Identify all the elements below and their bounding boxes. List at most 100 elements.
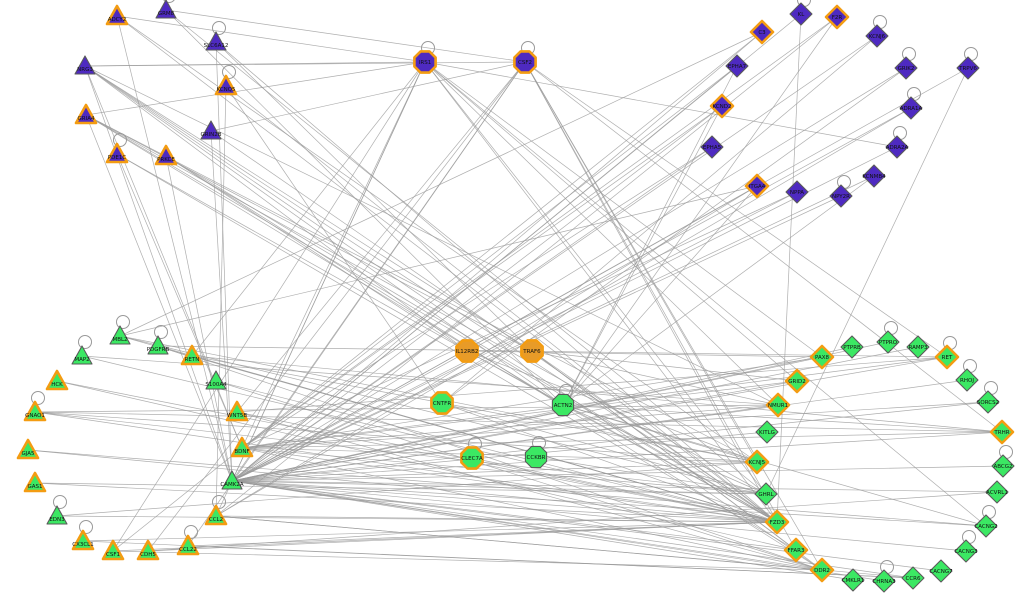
node-CCL2[interactable]: CCL2 [204, 504, 228, 526]
node-RHOJ[interactable]: RHOJ [955, 368, 979, 392]
node-PTPRB[interactable]: PTPRB [840, 335, 864, 359]
node-ITGA4[interactable]: ITGA4 [744, 173, 770, 199]
node-RET[interactable]: RET [934, 344, 960, 370]
node-FFAR3[interactable]: FFAR3 [783, 537, 809, 563]
node-shape-diamond[interactable] [901, 566, 925, 590]
node-shape-triangle[interactable] [71, 529, 95, 551]
node-shape-triangle[interactable] [71, 345, 93, 365]
node-shape-triangle[interactable] [45, 369, 69, 391]
node-CDH5[interactable]: CDH5 [136, 539, 160, 561]
node-shape-triangle[interactable] [74, 55, 96, 75]
node-NRG3[interactable]: NRG3 [74, 55, 96, 75]
node-shape-triangle[interactable] [74, 103, 98, 125]
node-KCNJ6[interactable]: KCNJ6 [865, 24, 889, 48]
node-GAS1[interactable]: GAS1 [23, 471, 47, 493]
node-KL[interactable]: KL [789, 2, 813, 26]
node-shape-triangle[interactable] [214, 74, 238, 96]
node-CX3CL1[interactable]: CX3CL1 [71, 529, 95, 551]
node-CACNG3[interactable]: CACNG3 [954, 539, 978, 563]
node-IL12RB2[interactable]: IL12RB2 [455, 339, 479, 363]
node-BDNF[interactable]: BDNF [230, 436, 254, 458]
node-CSF2[interactable]: CSF2 [513, 50, 537, 74]
node-shape-diamond[interactable] [784, 368, 810, 394]
node-shape-triangle[interactable] [101, 539, 125, 561]
node-shape-diamond[interactable] [989, 419, 1015, 445]
node-HCK[interactable]: HCK [45, 369, 69, 391]
node-shape-diamond[interactable] [709, 93, 735, 119]
node-shape-triangle[interactable] [200, 120, 222, 140]
node-F2R[interactable]: F2R [824, 4, 850, 30]
node-GRIK2[interactable]: GRIK2 [894, 56, 918, 80]
node-ABCG2[interactable]: ABCG2 [991, 454, 1015, 478]
node-shape-triangle[interactable] [225, 400, 249, 422]
node-shape-diamond[interactable] [824, 4, 850, 30]
node-KCNJ5[interactable]: KCNJ5 [744, 449, 770, 475]
node-IRS1[interactable]: IRS1 [413, 50, 437, 74]
node-shape-diamond[interactable] [783, 537, 809, 563]
node-ADRA1A[interactable]: ADRA1A [899, 96, 923, 120]
node-ADRA2A[interactable]: ADRA2A [885, 135, 909, 159]
node-shape-triangle[interactable] [155, 0, 177, 19]
node-shape-diamond[interactable] [765, 392, 791, 418]
node-FZD3[interactable]: FZD3 [764, 509, 790, 535]
node-ACTN2[interactable]: ACTN2 [551, 393, 575, 417]
node-CLEC7A[interactable]: CLEC7A [460, 446, 484, 470]
node-KCNQ5[interactable]: KCNQ5 [214, 74, 238, 96]
node-shape-diamond[interactable] [865, 24, 889, 48]
node-CACNG7[interactable]: CACNG7 [929, 559, 953, 583]
node-TRPV6[interactable]: TRPV6 [956, 56, 980, 80]
node-shape-triangle[interactable] [105, 4, 129, 26]
node-shape-diamond[interactable] [789, 2, 813, 26]
node-GJA5[interactable]: GJA5 [16, 438, 40, 460]
node-shape-diamond[interactable] [785, 180, 809, 204]
node-GRID2[interactable]: GRID2 [784, 368, 810, 394]
node-shape-diamond[interactable] [976, 390, 1000, 414]
node-CCKBR[interactable]: CCKBR [524, 445, 548, 469]
node-shape-triangle[interactable] [147, 335, 169, 355]
node-shape-diamond[interactable] [991, 454, 1015, 478]
node-shape-octagon[interactable] [460, 446, 484, 470]
node-CMKLR1[interactable]: CMKLR1 [841, 568, 865, 592]
node-SORCS2[interactable]: SORCS2 [976, 390, 1000, 414]
node-shape-triangle[interactable] [154, 144, 178, 166]
node-shape-triangle[interactable] [230, 436, 254, 458]
node-TRAF6[interactable]: TRAF6 [520, 339, 544, 363]
node-shape-triangle[interactable] [180, 344, 204, 366]
node-shape-diamond[interactable] [954, 539, 978, 563]
node-NMUR1[interactable]: NMUR1 [765, 392, 791, 418]
node-shape-diamond[interactable] [974, 514, 998, 538]
node-PDE1C[interactable]: PDE1C [105, 142, 129, 164]
node-shape-triangle[interactable] [176, 534, 200, 556]
node-shape-triangle[interactable] [221, 470, 243, 490]
node-shape-diamond[interactable] [929, 559, 953, 583]
node-EPHA5[interactable]: EPHA5 [700, 135, 724, 159]
node-shape-diamond[interactable] [744, 449, 770, 475]
node-CNTFR[interactable]: CNTFR [430, 391, 454, 415]
node-shape-diamond[interactable] [955, 368, 979, 392]
node-shape-octagon[interactable] [513, 50, 537, 74]
node-shape-diamond[interactable] [749, 19, 775, 45]
node-shape-diamond[interactable] [725, 54, 749, 78]
node-shape-diamond[interactable] [744, 173, 770, 199]
node-shape-diamond[interactable] [876, 330, 900, 354]
node-shape-diamond[interactable] [829, 184, 853, 208]
node-KCNMB4[interactable]: KCNMB4 [862, 164, 886, 188]
node-shape-octagon[interactable] [413, 50, 437, 74]
node-shape-triangle[interactable] [205, 370, 227, 390]
node-GNAO1[interactable]: GNAO1 [23, 400, 47, 422]
node-shape-octagon[interactable] [551, 393, 575, 417]
node-shape-triangle[interactable] [23, 471, 47, 493]
node-PAX8[interactable]: PAX8 [809, 344, 835, 370]
node-shape-diamond[interactable] [754, 482, 778, 506]
node-shape-triangle[interactable] [205, 31, 227, 51]
node-TRHR[interactable]: TRHR [989, 419, 1015, 445]
node-shape-octagon[interactable] [524, 445, 548, 469]
node-shape-diamond[interactable] [885, 135, 909, 159]
node-shape-triangle[interactable] [109, 325, 131, 345]
node-MBL2[interactable]: MBL2 [109, 325, 131, 345]
node-RETN[interactable]: RETN [180, 344, 204, 366]
node-CHRNA3[interactable]: CHRNA3 [872, 569, 896, 593]
node-GRIA4[interactable]: GRIA4 [74, 103, 98, 125]
